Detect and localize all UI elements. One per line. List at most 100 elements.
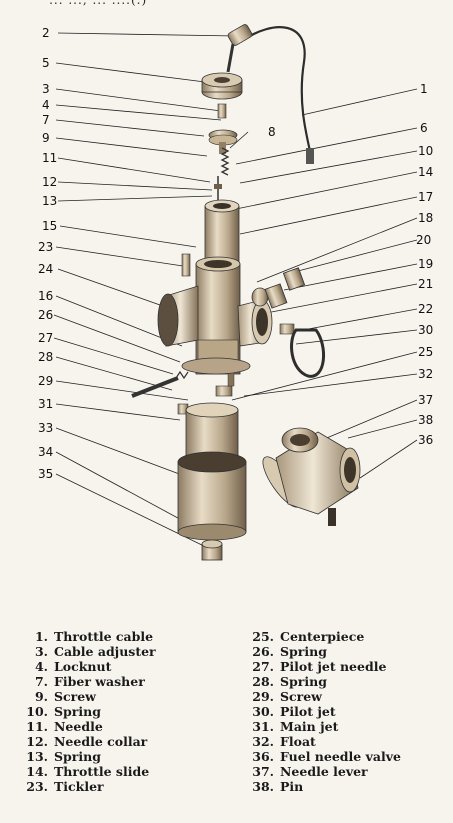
legend-row: 10. Spring [0,704,156,719]
callout-23: 23 [38,240,53,254]
needle-and-springs [214,147,230,206]
legend-number: 1. [34,629,48,644]
legend-label: Needle lever [280,764,368,779]
legend-row: 26. Spring [226,644,401,659]
legend-row: 29. Screw [226,689,401,704]
legend-label: Main jet [280,719,339,734]
legend-number: 30. [252,704,274,719]
legend-row: 25. Centerpiece [226,629,401,644]
callout-27: 27 [38,331,53,345]
callout-numbers: 2 5 3 4 7 9 11 12 13 15 23 24 16 26 27 2… [38,26,433,481]
pilot-jet-parts [131,357,251,415]
legend-label: Spring [54,749,101,764]
legend-label: Fuel needle valve [280,749,401,764]
leader-lines [53,32,418,549]
callout-34: 34 [38,445,53,459]
legend-label: Screw [280,689,322,704]
callout-6: 6 [420,121,428,135]
callout-4: 4 [42,98,50,112]
callout-8: 8 [268,125,276,139]
callout-38: 38 [418,413,433,427]
parts-legend-left: 1.Throttle cable 3.Cable adjuster 4.Lock… [0,629,156,794]
legend-row: 3. Cable adjuster [0,644,156,659]
callout-3: 3 [42,82,50,96]
legend-label: Screw [54,689,96,704]
bowl-plug [201,539,223,561]
legend-number: 9. [34,689,48,704]
callout-12: 12 [42,175,57,189]
callout-36: 36 [418,433,433,447]
legend-number: 11. [26,719,48,734]
callout-28: 28 [38,350,53,364]
callout-9: 9 [42,131,50,145]
legend-number: 32. [252,734,274,749]
legend-number: 26. [252,644,274,659]
legend-number: 27. [252,659,274,674]
callout-30: 30 [418,323,433,337]
callout-24: 24 [38,262,53,276]
legend-row: 7.Fiber washer [0,674,156,689]
cropped-heading: ' ... ..., ... ....(.) [40,0,400,8]
legend-row: 27. Pilot jet needle [226,659,401,674]
callout-17: 17 [418,190,433,204]
callout-11: 11 [42,151,57,165]
callout-33: 33 [38,421,53,435]
callout-14: 14 [418,165,433,179]
callout-21: 21 [418,277,433,291]
legend-number: 10. [26,704,48,719]
legend-row: 4. Locknut [0,659,156,674]
legend-number: 37. [252,764,274,779]
exploded-view-illustration: 2 5 3 4 7 9 11 12 13 15 23 24 16 26 27 2… [38,24,433,561]
legend-label: Centerpiece [280,629,365,644]
legend-number: 14. [26,764,48,779]
legend-number: 3. [34,644,48,659]
callout-35: 35 [38,467,53,481]
callout-13: 13 [42,194,57,208]
callout-18: 18 [418,211,433,225]
callout-1: 1 [420,82,428,96]
legend-label: Float [280,734,316,749]
legend-row: 30.Pilot jet [226,704,401,719]
legend-label: Needle [54,719,103,734]
legend-number: 31. [252,719,274,734]
legend-row: 37. Needle lever [226,764,401,779]
legend-row: 9. Screw [0,689,156,704]
callout-37: 37 [418,393,433,407]
legend-label: Spring [280,674,327,689]
legend-number: 36. [252,749,274,764]
fuel-fitting [251,267,326,378]
legend-row: 13. Spring [0,749,156,764]
callout-10: 10 [418,144,433,158]
callout-31: 31 [38,397,53,411]
cap-and-adjuster [201,72,243,154]
legend-number: 38. [252,779,274,794]
legend-label: Cable adjuster [54,644,156,659]
legend-label: Pilot jet needle [280,659,387,674]
carburetor-body [157,253,273,375]
parts-legend-right: 25. Centerpiece 26. Spring 27. Pilot jet ne… [226,629,401,794]
legend-number: 13. [26,749,48,764]
callout-7: 7 [42,113,50,127]
callout-29: 29 [38,374,53,388]
legend-row: 38. Pin [226,779,401,794]
legend-row: 14. Throttle slide [0,764,156,779]
callout-26: 26 [38,308,53,322]
legend-row: 31. Main jet [226,719,401,734]
legend-row: 36. Fuel needle valve [226,749,401,764]
legend-row: 23. Tickler [0,779,156,794]
cropped-heading-text: ' ... ..., ... ....(.) [40,0,148,7]
legend-row: 32. Float [226,734,401,749]
throttle-cable [226,24,314,164]
legend-number: 29. [252,689,274,704]
legend-label: Pin [280,779,304,794]
legend-number: 25. [252,629,274,644]
legend-number: 23. [26,779,48,794]
legend-number: 4. [34,659,48,674]
legend-label: Locknut [54,659,112,674]
callout-22: 22 [418,302,433,316]
legend-label: Spring [54,704,101,719]
legend-label: Throttle slide [54,764,150,779]
legend-label: Tickler [54,779,104,794]
legend-label: Spring [280,644,327,659]
